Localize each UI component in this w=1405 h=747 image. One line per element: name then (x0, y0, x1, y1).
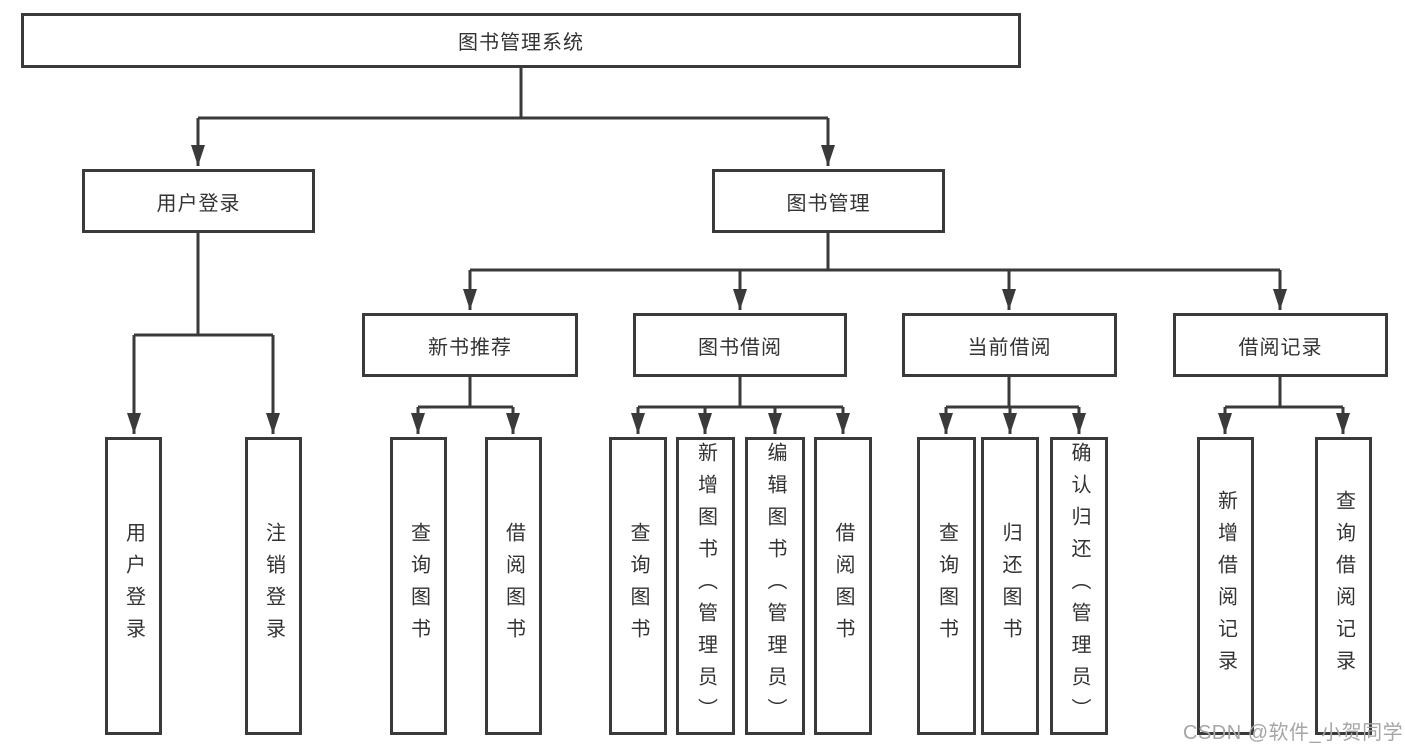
node-label: 查询借阅记录 (1332, 490, 1355, 682)
node-label: 图书借阅 (698, 336, 782, 359)
node-label: 查询图书 (407, 522, 430, 650)
node-label: 注销登录 (262, 522, 285, 650)
leaf-logout: 注销登录 (245, 437, 302, 735)
node-label: 图书管理系统 (458, 32, 584, 54)
node-label: 图书管理 (786, 192, 871, 215)
leaf-recommend-borrow-books: 借阅图书 (485, 437, 542, 735)
node-label: 用户登录 (122, 522, 145, 650)
node-label: 新增借阅记录 (1214, 490, 1237, 682)
leaf-borrow-query-books: 查询图书 (609, 437, 667, 735)
node-book-management-system: 图书管理系统 (21, 13, 1021, 68)
leaf-recommend-query-books: 查询图书 (390, 437, 447, 735)
csdn-watermark: CSDN @软件_小贺同学 (1183, 722, 1404, 744)
leaf-user-login: 用户登录 (105, 437, 162, 735)
node-user-login: 用户登录 (82, 169, 315, 233)
node-label: 归还图书 (999, 522, 1021, 650)
leaf-records-query-record: 查询借阅记录 (1315, 437, 1372, 735)
node-label: 确认归还（管理员） (1068, 442, 1090, 730)
leaf-records-add-record: 新增借阅记录 (1197, 437, 1254, 735)
leaf-borrow-edit-books-admin: 编辑图书（管理员） (745, 437, 805, 735)
node-borrow-records: 借阅记录 (1173, 313, 1388, 377)
node-new-book-recommend: 新书推荐 (362, 313, 578, 377)
node-book-borrow: 图书借阅 (633, 313, 847, 377)
leaf-borrow-add-books-admin: 新增图书（管理员） (676, 437, 735, 735)
node-label: 新增图书（管理员） (694, 442, 717, 730)
node-label: 用户登录 (156, 192, 241, 215)
node-label: 借阅图书 (502, 522, 525, 650)
node-label: 编辑图书（管理员） (764, 442, 786, 730)
leaf-current-confirm-return-admin: 确认归还（管理员） (1050, 437, 1108, 735)
node-label: 借阅记录 (1238, 336, 1323, 359)
node-current-borrow: 当前借阅 (902, 313, 1117, 377)
node-book-management: 图书管理 (712, 169, 945, 233)
leaf-borrow-borrow-books: 借阅图书 (814, 437, 872, 735)
node-label: 新书推荐 (428, 336, 512, 359)
node-label: 当前借阅 (967, 336, 1052, 359)
node-label: 查询图书 (627, 522, 649, 650)
node-label: 借阅图书 (832, 522, 854, 650)
node-label: 查询图书 (935, 522, 958, 650)
leaf-current-query-books: 查询图书 (917, 437, 976, 735)
leaf-current-return-books: 归还图书 (981, 437, 1039, 735)
